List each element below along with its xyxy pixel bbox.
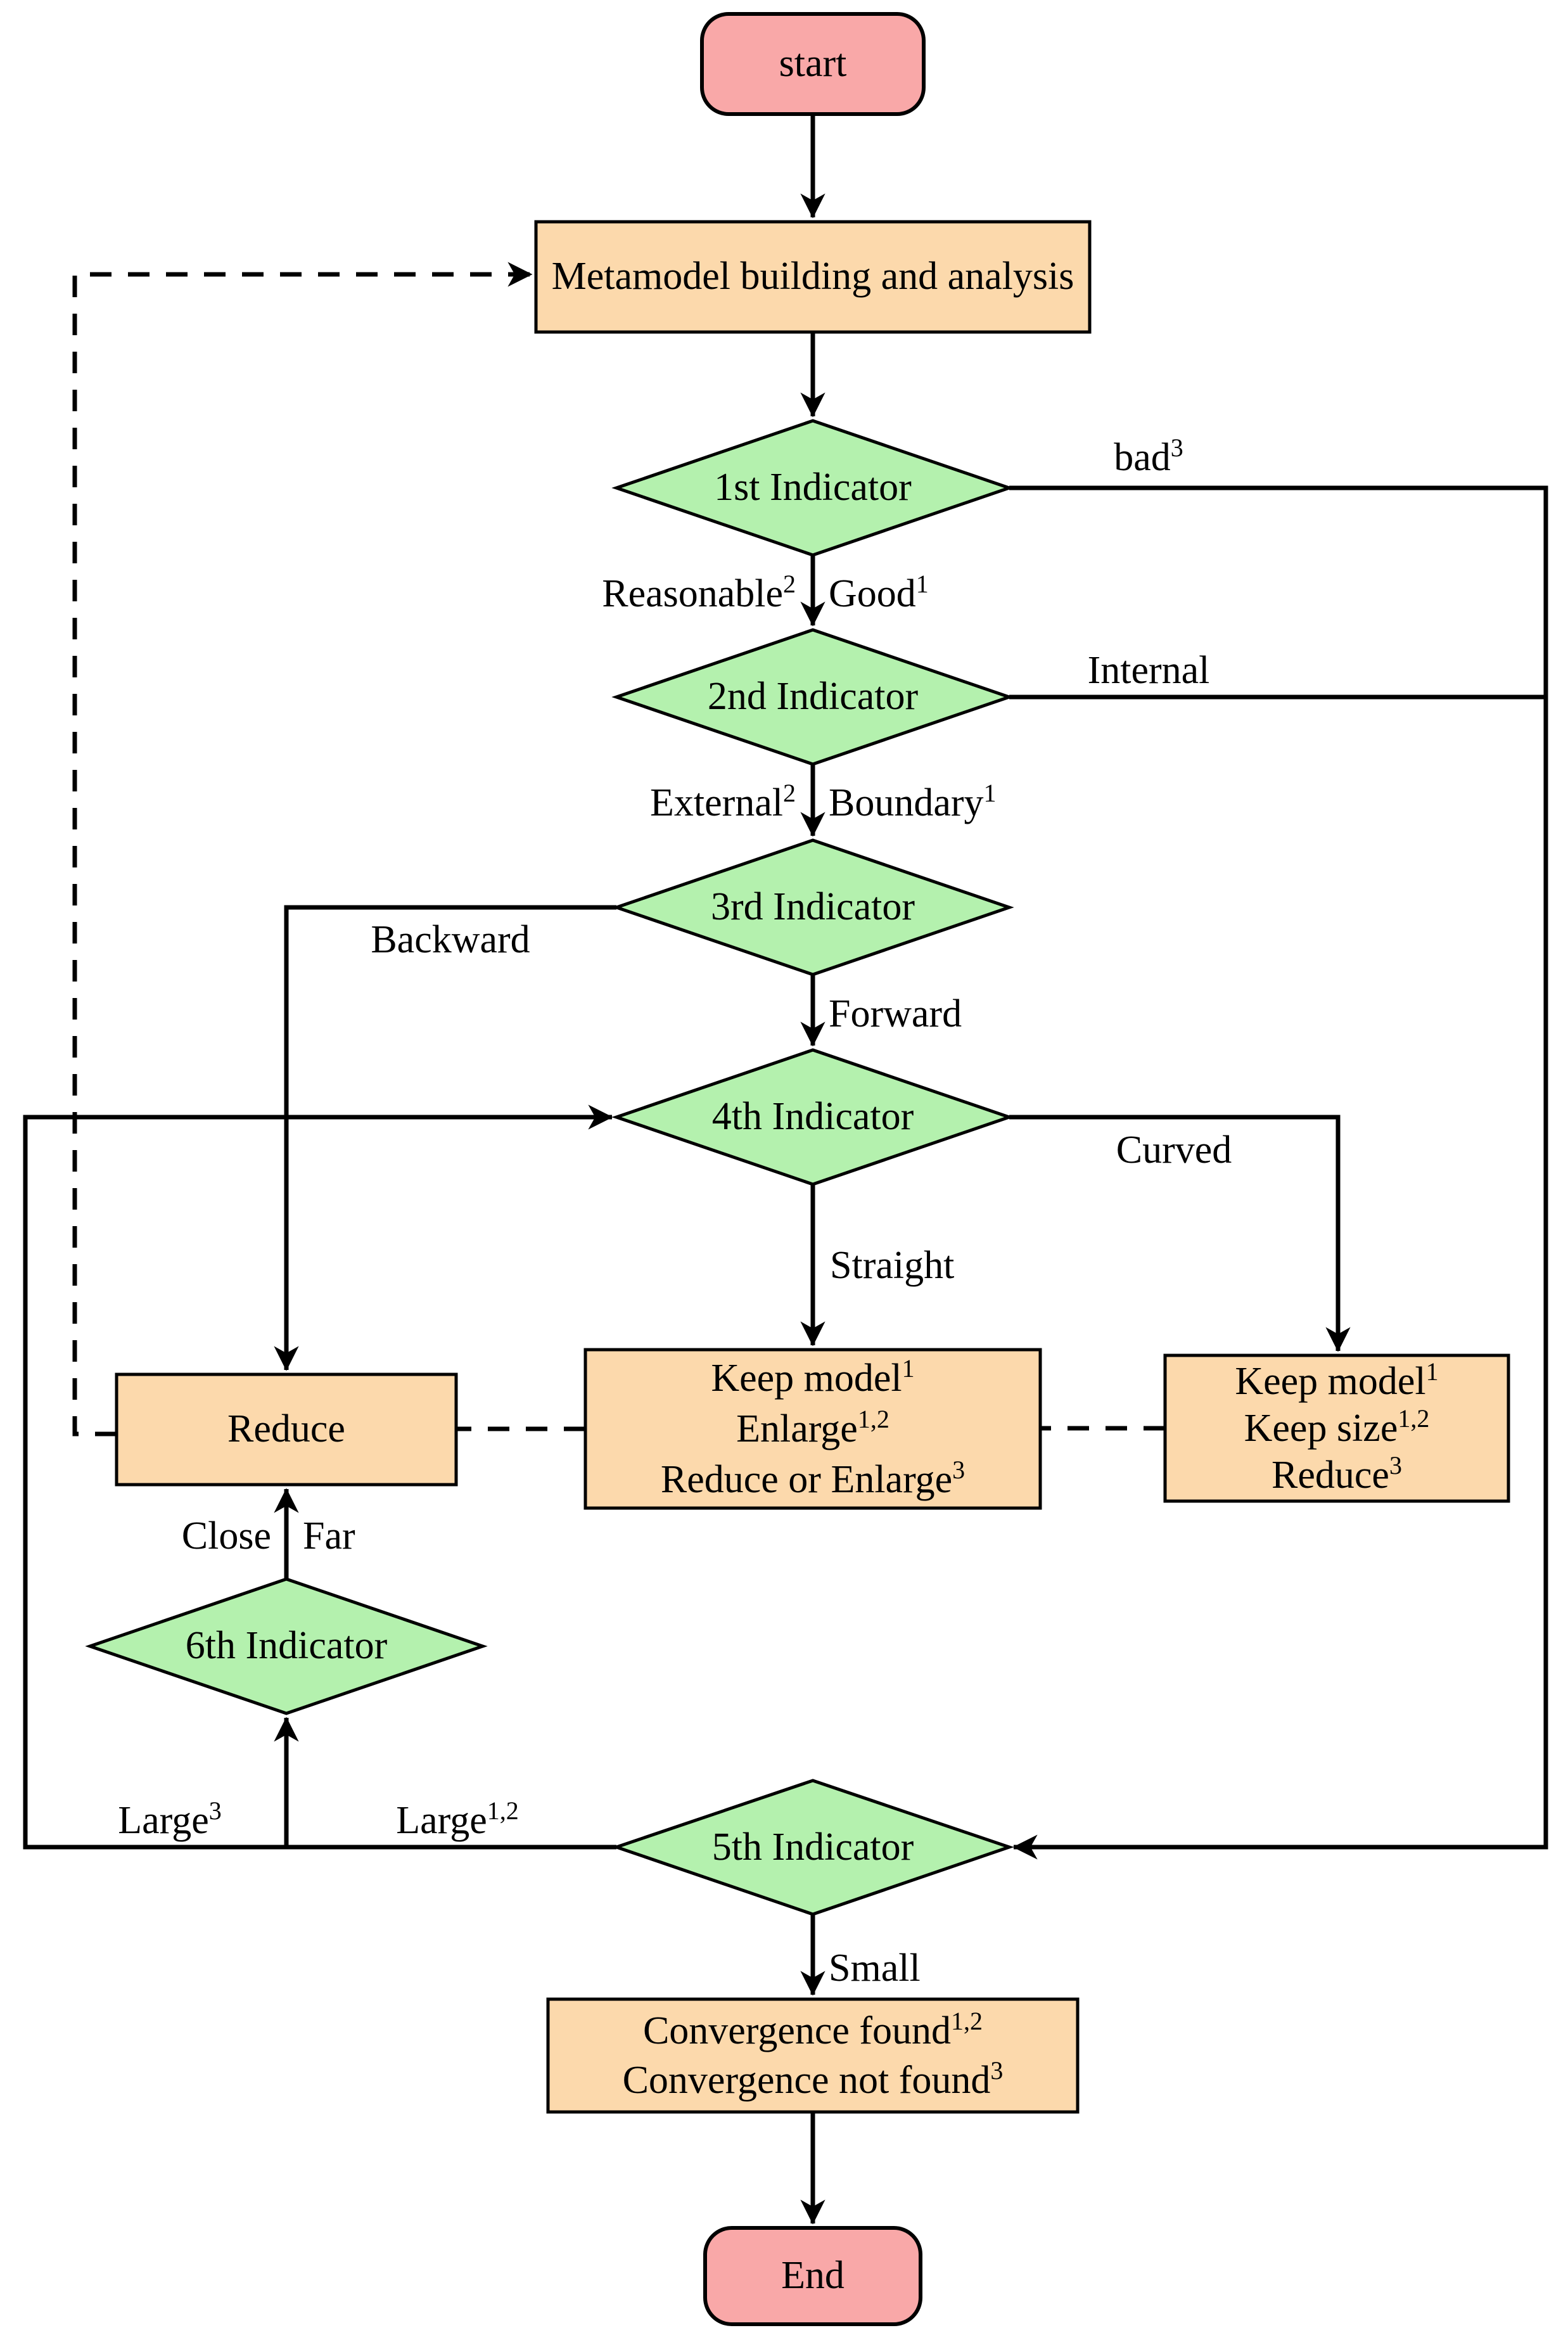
- edge-label-good: Good1: [829, 570, 929, 615]
- edge-label-backward: Backward: [371, 918, 530, 961]
- reduce-node-label: Reduce: [227, 1407, 345, 1451]
- edge-dashed-reduce-to-metamodel: [72, 262, 533, 1436]
- edge-label-bad: bad3: [1114, 433, 1183, 479]
- decision-6th-indicator-label: 6th Indicator: [185, 1624, 388, 1668]
- edge-label-boundary: Boundary1: [829, 779, 997, 824]
- start-node-shape: [700, 12, 926, 116]
- decision-2nd-indicator-shape: [611, 628, 1014, 766]
- reduce-node-shape: [115, 1372, 458, 1487]
- decision-3rd-indicator-label: 3rd Indicator: [711, 885, 915, 929]
- edge-1st-bad-to-5th: [1009, 485, 1548, 1860]
- start-node-label: start: [779, 42, 847, 86]
- decision-4th-indicator-label: 4th Indicator: [711, 1095, 914, 1139]
- decision-5th-indicator-label: 5th Indicator: [711, 1825, 914, 1869]
- keep-size-node-shape: [1163, 1353, 1510, 1503]
- edge-label-straight: Straight: [830, 1244, 955, 1287]
- decision-2nd-indicator-label: 2nd Indicator: [707, 675, 919, 719]
- keep-size-node-label: Keep model1 Keep size1,2 Reduce3: [1235, 1357, 1439, 1497]
- edge-4th-to-keep-size-curved: [1009, 1115, 1351, 1352]
- metamodel-node-label: Metamodel building and analysis: [551, 255, 1074, 298]
- edge-label-small: Small: [829, 1947, 921, 1990]
- metamodel-node-shape: [534, 220, 1092, 334]
- convergence-node-shape: [546, 1997, 1080, 2114]
- decision-4th-indicator-shape: [611, 1048, 1014, 1186]
- end-node-label: End: [781, 2254, 845, 2298]
- edge-label-forward: Forward: [829, 992, 962, 1035]
- edge-label-close: Close: [181, 1514, 271, 1558]
- keep-enlarge-node-label: Keep model1 Enlarge1,2 Reduce or Enlarge…: [660, 1354, 966, 1502]
- edge-label-large3: Large3: [118, 1796, 222, 1842]
- decision-6th-indicator-shape: [85, 1577, 488, 1715]
- decision-5th-indicator-shape: [611, 1779, 1014, 1916]
- edge-label-external: External2: [649, 779, 796, 824]
- edge-label-large12: Large1,2: [396, 1796, 519, 1842]
- convergence-node-label: Convergence found1,2 Convergence not fou…: [622, 2007, 1004, 2102]
- edge-5th-large3-to-4th: [23, 1104, 616, 1850]
- decision-1st-indicator-label: 1st Indicator: [714, 466, 912, 509]
- edge-label-reasonable: Reasonable2: [602, 570, 796, 615]
- edge-label-far: Far: [303, 1514, 355, 1558]
- decision-1st-indicator-shape: [611, 419, 1014, 557]
- edge-3rd-to-reduce-backward: [274, 905, 616, 1371]
- end-node-shape: [703, 2226, 922, 2326]
- edge-label-curved: Curved: [1116, 1129, 1232, 1172]
- decision-3rd-indicator-shape: [611, 838, 1014, 976]
- keep-enlarge-node-shape: [583, 1348, 1042, 1510]
- edge-label-internal: Internal: [1087, 649, 1210, 692]
